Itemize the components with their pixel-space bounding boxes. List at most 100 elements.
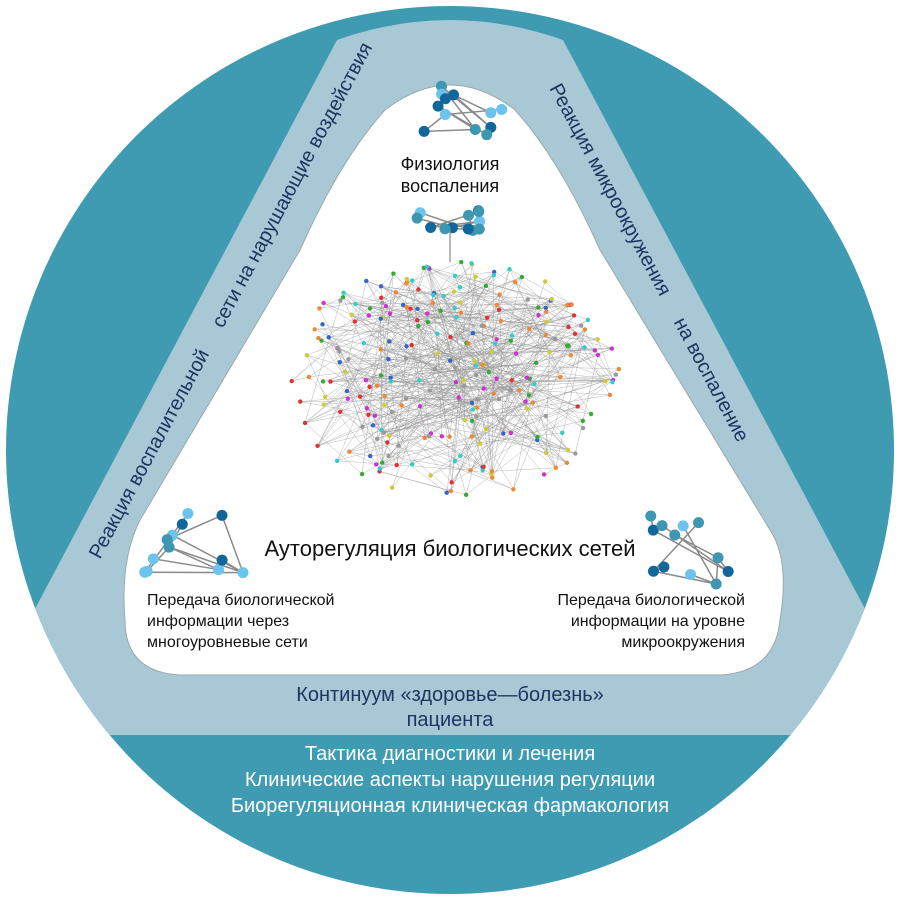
network-edge	[509, 269, 572, 305]
network-node	[352, 319, 357, 324]
network-node	[349, 312, 354, 318]
network-node	[359, 471, 365, 477]
network-edge	[499, 294, 504, 434]
network-node	[484, 426, 489, 432]
network-node	[473, 363, 478, 368]
network-edge	[343, 292, 443, 437]
network-node	[501, 431, 506, 436]
network-edge	[369, 364, 483, 388]
network-edge	[381, 286, 539, 308]
network-edge	[337, 460, 471, 471]
network-edge	[464, 385, 466, 420]
cluster-node	[481, 129, 493, 141]
network-node	[374, 436, 380, 441]
top-label-line2: воспаления	[401, 176, 499, 196]
network-node	[491, 269, 497, 275]
network-node	[388, 379, 393, 384]
network-node	[393, 290, 398, 295]
network-edge	[330, 381, 547, 454]
network-edge	[430, 379, 614, 476]
network-edge	[346, 390, 473, 404]
network-edge	[475, 298, 552, 376]
network-node	[428, 473, 433, 478]
network-edge	[419, 380, 576, 454]
network-edge	[314, 329, 459, 398]
network-edge	[454, 347, 585, 462]
network-edge	[482, 321, 547, 471]
network-edge	[454, 271, 495, 277]
network-edge	[383, 340, 511, 433]
network-node	[494, 302, 500, 308]
network-edge	[349, 451, 371, 457]
network-node	[462, 383, 467, 389]
network-graph	[139, 80, 734, 590]
network-edge	[402, 276, 476, 306]
network-node	[304, 353, 310, 358]
network-node	[452, 305, 457, 311]
network-node	[382, 393, 387, 399]
network-edge	[450, 276, 476, 492]
cluster-node	[418, 125, 430, 137]
network-node	[302, 420, 308, 426]
network-node	[438, 308, 443, 314]
network-node	[533, 360, 539, 366]
network-node	[458, 300, 463, 305]
cluster-node	[182, 508, 194, 520]
network-edge	[368, 414, 380, 469]
network-edge	[443, 296, 475, 362]
network-edge	[343, 292, 383, 304]
network-node	[508, 387, 514, 393]
network-edge	[389, 300, 552, 437]
cluster-node	[439, 93, 451, 105]
network-node	[456, 395, 461, 400]
network-node	[494, 337, 499, 342]
network-edge	[477, 269, 510, 400]
network-edge	[300, 398, 499, 402]
network-edge	[366, 280, 568, 463]
network-node	[394, 462, 399, 468]
network-edge	[368, 414, 546, 417]
network-edge	[336, 341, 389, 461]
network-node	[458, 310, 464, 315]
outer-ring-text-3: Биорегуляционная клиническая фармакологи…	[231, 795, 669, 817]
network-edge	[348, 308, 418, 360]
network-node	[340, 294, 346, 300]
network-edge	[491, 299, 529, 472]
network-node	[564, 303, 570, 308]
network-node	[409, 342, 414, 348]
cluster-node	[462, 223, 474, 235]
network-node	[439, 434, 445, 439]
network-node	[431, 292, 436, 298]
network-edge	[472, 332, 584, 429]
network-node	[553, 465, 558, 470]
network-node	[573, 451, 578, 456]
network-node	[387, 433, 392, 439]
network-edge	[503, 377, 528, 434]
network-node	[616, 366, 621, 372]
network-edge	[426, 266, 556, 340]
network-node	[613, 372, 619, 377]
network-edge	[374, 380, 606, 416]
network-edge	[330, 308, 418, 382]
network-node	[469, 418, 475, 424]
network-edge	[308, 376, 389, 457]
network-node	[383, 303, 389, 309]
center-label: Ауторегуляция биологических сетей	[264, 536, 635, 561]
network-edge	[388, 382, 457, 457]
network-node	[360, 424, 365, 429]
network-edge	[323, 340, 511, 405]
network-node	[463, 492, 469, 497]
network-edge	[304, 422, 363, 475]
network-node	[572, 331, 578, 336]
cluster-node	[473, 206, 485, 218]
network-node	[588, 411, 594, 417]
network-edge	[511, 345, 568, 381]
network-edge	[368, 333, 576, 416]
network-node	[459, 259, 464, 265]
network-node	[595, 352, 601, 358]
network-node	[452, 458, 458, 464]
network-node	[316, 335, 321, 341]
network-node	[468, 468, 473, 473]
network-edge	[412, 368, 619, 465]
cluster-node	[237, 567, 249, 579]
